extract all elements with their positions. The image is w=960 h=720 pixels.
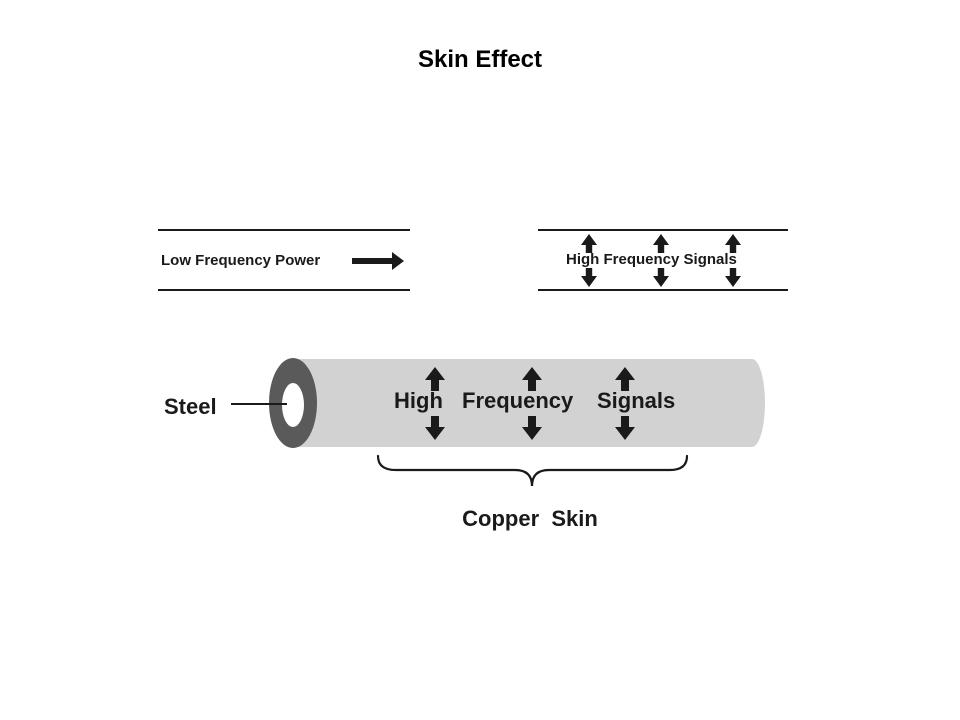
down-arrow-icon: [725, 268, 741, 287]
right-arrow-icon: [352, 252, 404, 270]
steel-label: Steel: [164, 394, 217, 419]
brace-icon: [376, 454, 689, 487]
low-frequency-power-label: Low Frequency Power: [161, 252, 320, 269]
copper-skin-label: Copper Skin: [462, 506, 598, 531]
low-frequency-panel: Low Frequency Power: [158, 229, 410, 291]
down-arrow-icon: [653, 268, 669, 287]
cable-body: [293, 359, 765, 447]
cable: Steel High Frequency Signals: [164, 358, 765, 448]
steel-core: [282, 383, 304, 427]
copper-skin-group: Copper Skin: [376, 454, 689, 531]
high-frequency-signals-label: High Frequency Signals: [566, 251, 737, 268]
slide-title: Skin Effect: [417, 46, 543, 73]
cable-high-label: High: [394, 388, 443, 413]
cable-signals-label: Signals: [597, 388, 675, 413]
cable-frequency-label: Frequency: [462, 388, 574, 413]
high-frequency-panel: High Frequency Signals: [538, 229, 788, 291]
down-arrow-icon: [581, 268, 597, 287]
